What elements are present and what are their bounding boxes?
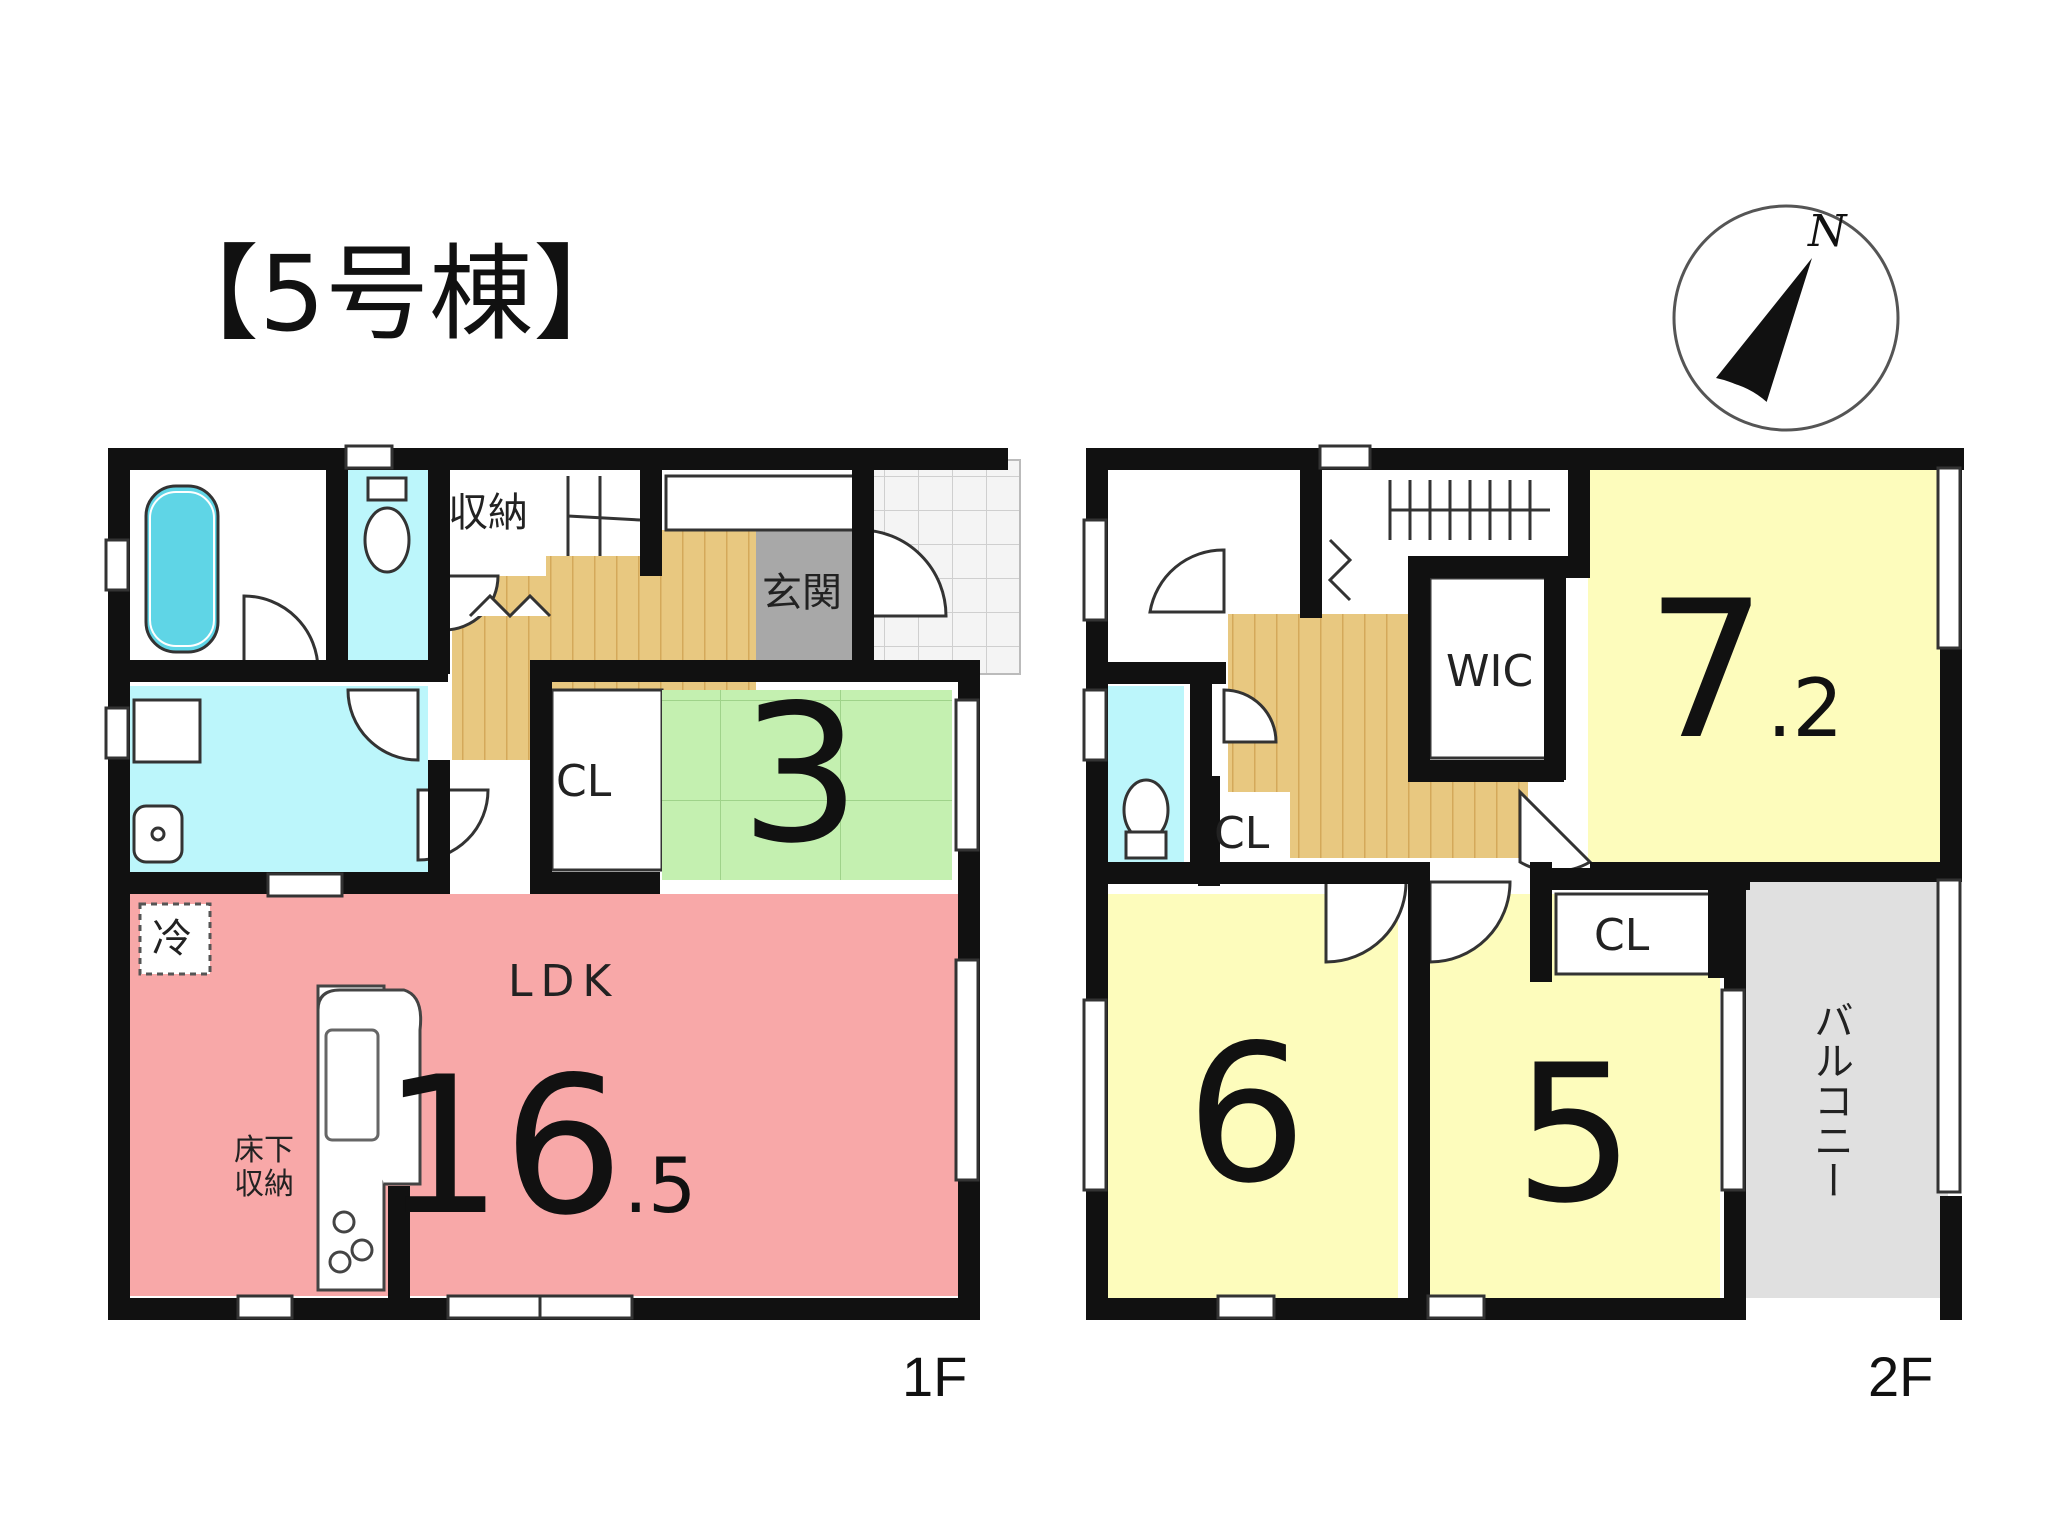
- ldk-size-dec: .5: [624, 1141, 697, 1230]
- ldk-room: [128, 894, 958, 1296]
- bathtub-icon: [144, 484, 220, 654]
- floor-1f: 収納 玄関 CL 3 冷 LDK 16.5 床下 収納 1F: [104, 444, 1021, 1408]
- closet-label-2f-b: CL: [1594, 910, 1650, 961]
- room-5-size: 5: [1514, 1024, 1635, 1245]
- stove-burner-icon: [350, 1238, 374, 1262]
- room-6-size: 6: [1186, 1004, 1307, 1225]
- hall-corridor-top: [664, 474, 858, 532]
- ldk-label: LDK: [508, 956, 619, 1007]
- room-7-2-size-dec: .2: [1767, 662, 1843, 755]
- room-6: [1108, 894, 1398, 1298]
- kitchen-sink: [324, 1028, 380, 1142]
- windows-1f: [104, 444, 980, 1320]
- ldk-size-int: 16: [382, 1036, 624, 1257]
- underfloor-storage-label: 床下 収納: [234, 1133, 304, 1202]
- fridge-label: 冷: [152, 916, 192, 962]
- room-7-2-size-int: 7: [1646, 560, 1767, 781]
- floor-1f-label: 1F: [902, 1345, 967, 1408]
- closet-label-2f-a: CL: [1214, 808, 1270, 859]
- entrance-1f: [756, 528, 852, 660]
- room-7-2-size: 7.2: [1646, 560, 1843, 781]
- storage-1f: [446, 476, 546, 576]
- japanese-room: [662, 690, 952, 880]
- wic-label: WIC: [1446, 646, 1533, 697]
- north-compass-icon: N: [1672, 204, 1900, 432]
- closet-label-1f: CL: [556, 756, 612, 807]
- floor-2f-label: 2F: [1868, 1345, 1933, 1408]
- wic-room: [1428, 576, 1566, 760]
- washbasin-icon: [132, 804, 184, 864]
- toilet-icon: [363, 476, 411, 574]
- underfloor-line-2: 収納: [234, 1167, 294, 1202]
- balcony: [1742, 878, 1948, 1298]
- fridge-space: [138, 902, 212, 976]
- toilet-icon: [1122, 778, 1170, 860]
- room-7-2: [1588, 470, 1948, 862]
- storage-label-1f: 収納: [448, 490, 528, 536]
- entrance-label: 玄関: [762, 570, 842, 616]
- washing-machine-space: [132, 698, 202, 764]
- underfloor-line-1: 床下: [234, 1133, 294, 1168]
- floor-2f: WIC 7.2 CL CL 6 5 バルコニー 2F: [1082, 444, 1964, 1408]
- japanese-room-size: 3: [740, 664, 861, 885]
- windows-2f: [1082, 444, 1962, 1320]
- closet-1f: [550, 688, 664, 872]
- ldk-size: 16.5: [382, 1036, 696, 1257]
- closet-2f-b: [1554, 892, 1714, 976]
- stove-burner-icon: [332, 1210, 356, 1234]
- stove-burner-icon: [328, 1250, 352, 1274]
- balcony-label: バルコニー: [1807, 1000, 1853, 1200]
- compass-north-label: N: [1807, 206, 1848, 257]
- hallway-1f-top: [652, 530, 756, 630]
- page-title: 【5号棟】: [155, 233, 637, 355]
- hallway-2f-ext: [1410, 776, 1528, 858]
- stairs-2f: [1322, 470, 1568, 560]
